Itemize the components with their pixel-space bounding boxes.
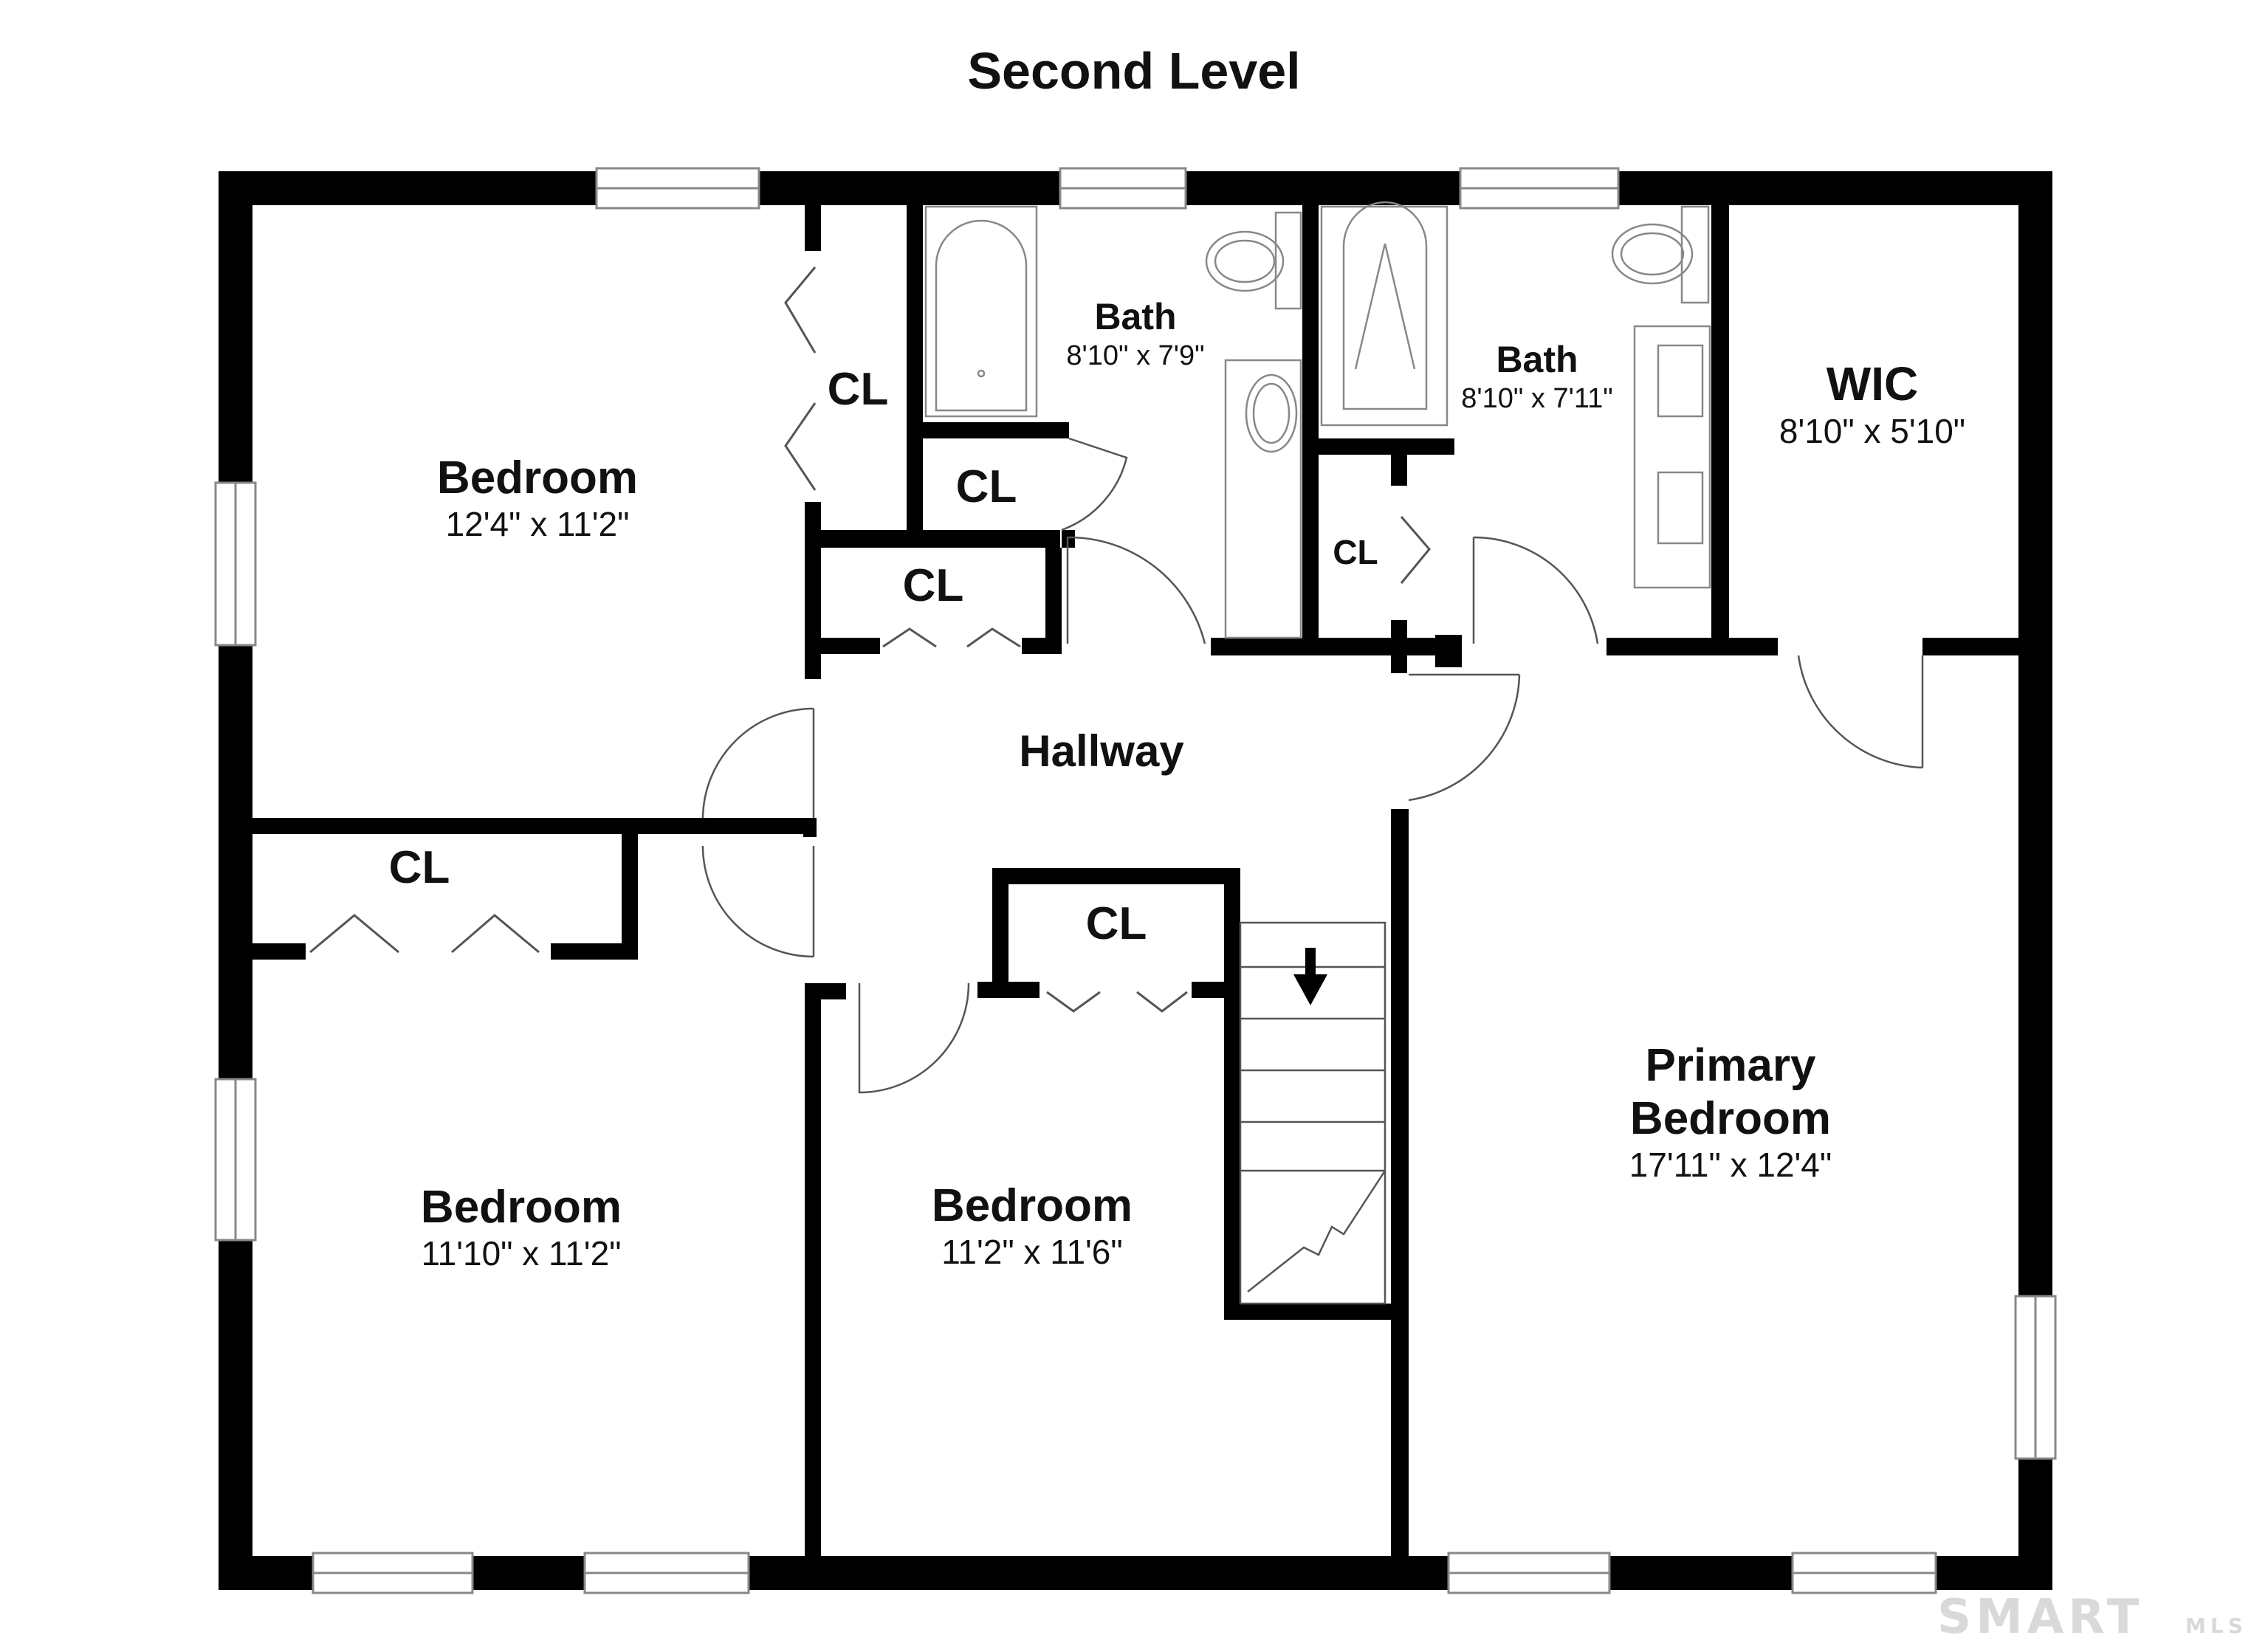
closet-label-5: CL bbox=[389, 842, 450, 893]
watermark-sub: MLS bbox=[2185, 1614, 2247, 1638]
stair-down-arrow-icon bbox=[1293, 948, 1327, 1005]
room-dim-bedroom-2: 11'10" x 11'2" bbox=[421, 1234, 621, 1273]
plan-title: Second Level bbox=[967, 42, 1300, 100]
room-labels: Bedroom 12'4" x 11'2" Bath 8'10" x 7'9" … bbox=[421, 296, 1965, 1273]
room-name-primary-line1: Primary bbox=[1646, 1040, 1816, 1091]
room-dim-bath-2: 8'10" x 7'11" bbox=[1461, 383, 1613, 414]
room-dim-bedroom-3: 11'2" x 11'6" bbox=[941, 1233, 1122, 1271]
closet-label-4: CL bbox=[1333, 533, 1378, 571]
room-name-primary-line2: Bedroom bbox=[1630, 1093, 1831, 1144]
room-name-bath-2: Bath bbox=[1496, 339, 1578, 380]
room-dim-wic: 8'10" x 5'10" bbox=[1779, 412, 1965, 450]
room-name-bedroom-2: Bedroom bbox=[421, 1182, 622, 1233]
closet-labels: CL CL CL CL CL CL bbox=[389, 364, 1378, 949]
room-dim-bedroom-1: 12'4" x 11'2" bbox=[446, 505, 630, 543]
room-name-hallway: Hallway bbox=[1019, 726, 1184, 776]
room-name-bath-1: Bath bbox=[1094, 296, 1176, 337]
windows bbox=[214, 167, 2057, 1594]
room-dim-bath-1: 8'10" x 7'9" bbox=[1066, 340, 1204, 371]
room-name-bedroom-3: Bedroom bbox=[932, 1180, 1133, 1231]
watermark-text: SMART bbox=[1937, 1590, 2143, 1645]
stairs bbox=[1239, 921, 1386, 1305]
bifold-doors bbox=[309, 266, 1431, 1013]
interior-walls bbox=[252, 205, 2020, 1556]
watermark-logo: SMART MLS bbox=[1937, 1590, 2247, 1645]
closet-label-6: CL bbox=[1086, 898, 1147, 949]
room-name-bedroom-1: Bedroom bbox=[437, 452, 638, 503]
doors bbox=[701, 437, 1924, 1094]
room-name-wic: WIC bbox=[1827, 357, 1918, 410]
closet-label-3: CL bbox=[903, 560, 964, 611]
closet-label-2: CL bbox=[956, 461, 1017, 512]
bath-fixtures bbox=[924, 201, 1711, 639]
closet-label-1: CL bbox=[828, 364, 889, 415]
room-dim-primary: 17'11" x 12'4" bbox=[1629, 1146, 1832, 1184]
